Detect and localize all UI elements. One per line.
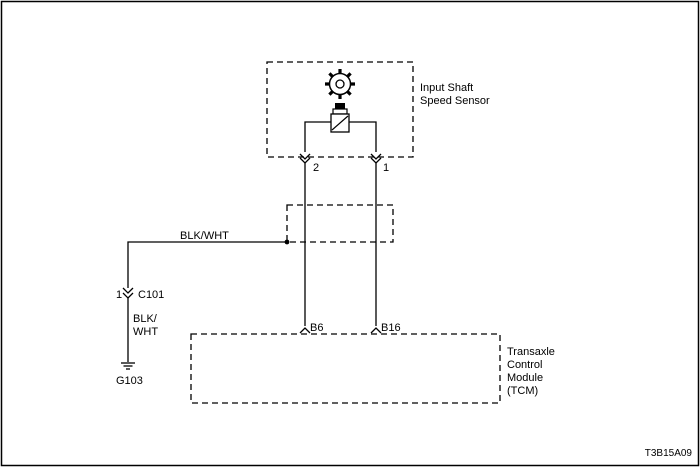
tcm-label-line2: Control <box>507 359 542 371</box>
sensor-coil-icon <box>330 103 350 133</box>
tcm-pin-b16-label: B16 <box>381 322 401 334</box>
ground-name-label: G103 <box>116 375 143 387</box>
gear-icon <box>325 69 355 99</box>
tcm-pin-b6-connector <box>299 327 311 334</box>
tcm-label-line4: (TCM) <box>507 385 538 397</box>
ground-wire-color-line2: WHT <box>133 326 158 338</box>
ground-icon <box>121 362 135 370</box>
sensor-wire-right <box>349 121 377 152</box>
tcm-label-line3: Module <box>507 372 543 384</box>
figure-id: T3B15A09 <box>645 448 693 459</box>
sensor-pin-2-label: 2 <box>313 162 319 174</box>
sensor-label-line2: Speed Sensor <box>420 95 490 107</box>
sensor-box <box>266 61 414 158</box>
c101-name-label: C101 <box>138 289 164 301</box>
shield-box <box>286 204 394 243</box>
tcm-box <box>190 333 501 404</box>
tcm-pin-b16-connector <box>370 327 382 334</box>
tcm-label-line1: Transaxle <box>507 346 555 358</box>
ground-wire-color-line1: BLK/ <box>133 313 158 325</box>
drain-wire-color-label: BLK/WHT <box>180 230 229 242</box>
sensor-pin-1-connector <box>370 153 382 164</box>
sensor-label-line1: Input Shaft <box>420 82 473 94</box>
sensor-wire-left <box>304 121 331 152</box>
c101-pin-label: 1 <box>116 289 122 301</box>
tcm-pin-b6-label: B6 <box>310 322 323 334</box>
drain-wire <box>127 241 287 288</box>
sensor-pin-1-label: 1 <box>383 162 389 174</box>
sensor-pin-2-connector <box>299 153 311 164</box>
splice-dot <box>284 239 290 245</box>
c101-connector <box>122 287 134 299</box>
